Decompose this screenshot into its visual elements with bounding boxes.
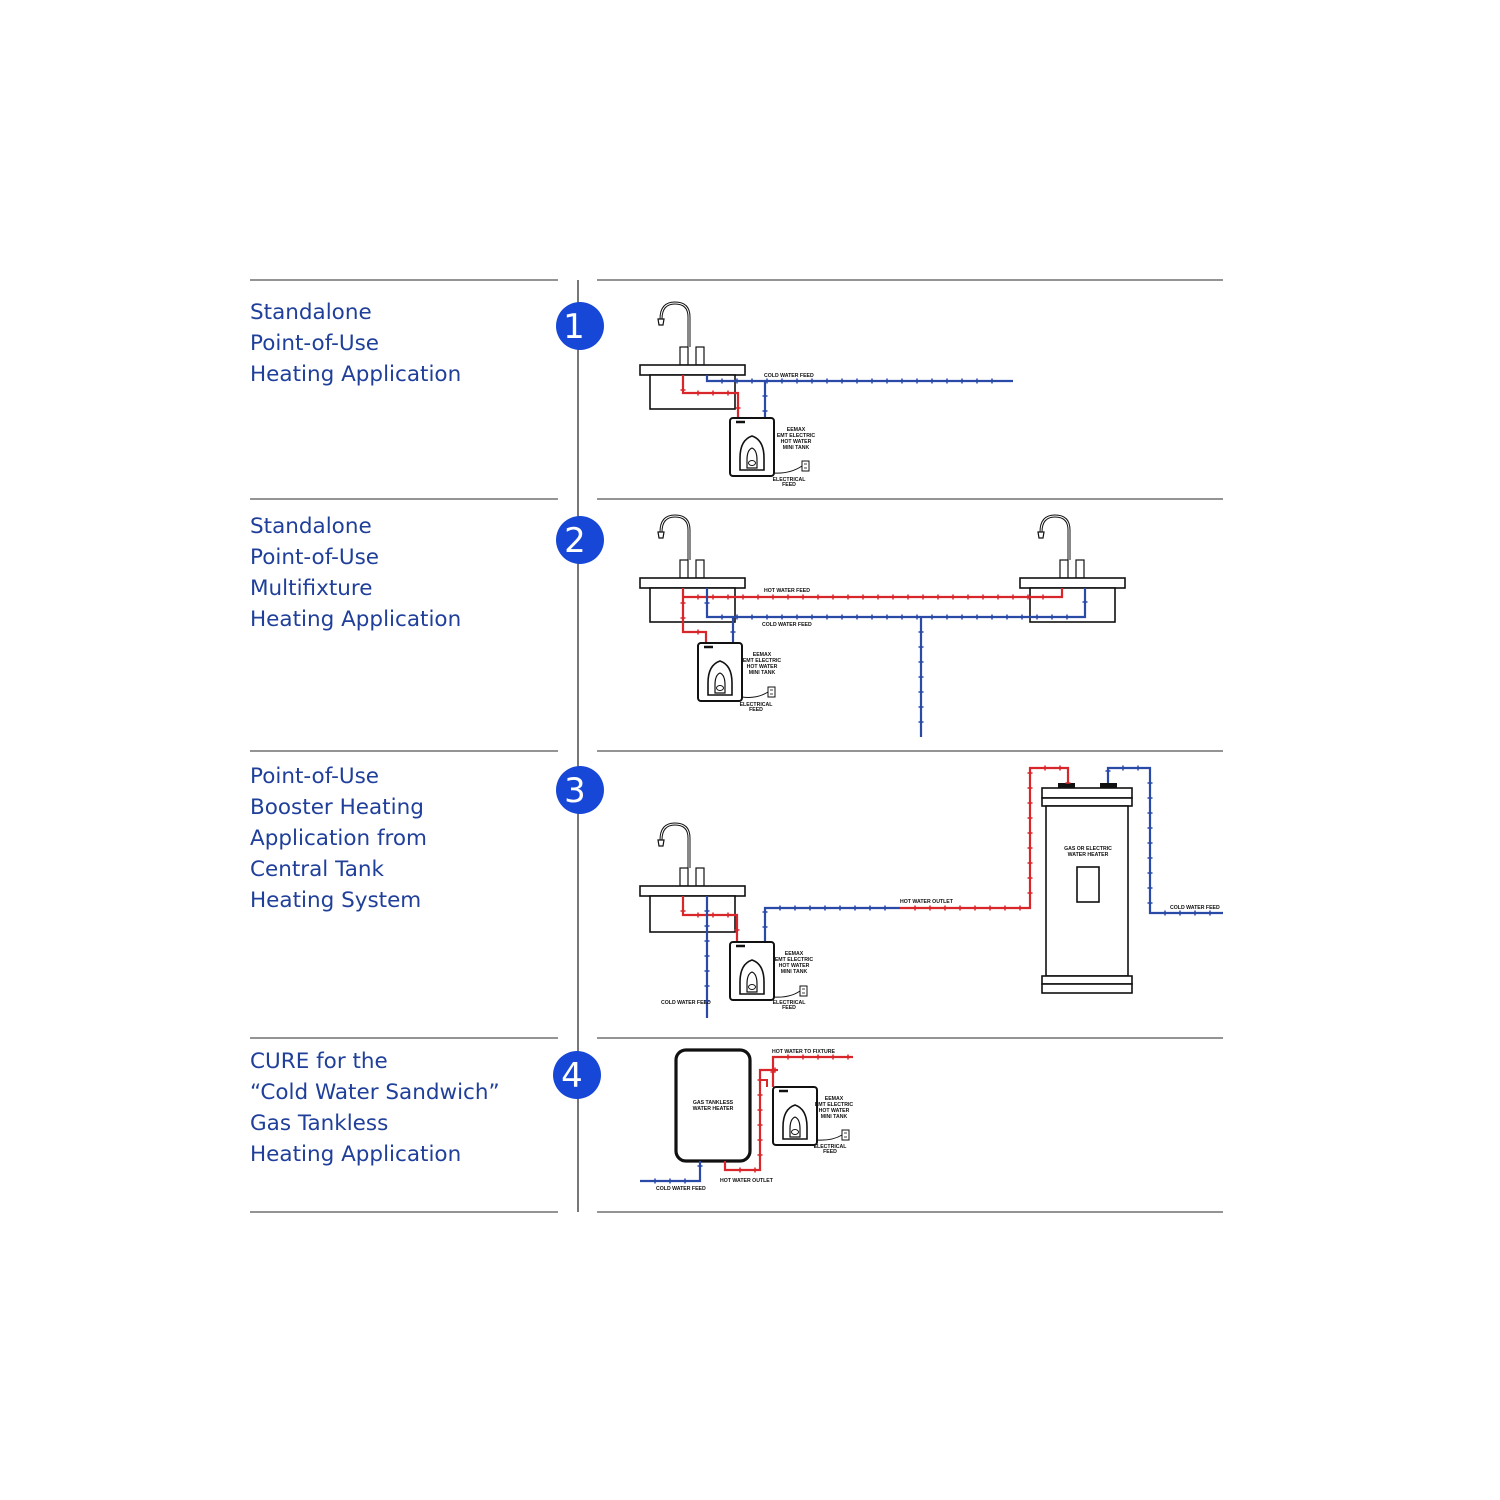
water-heater-icon [696,641,744,703]
hot-water-to-fixture-label: HOT WATER TO FIXTURE [772,1049,835,1055]
central-tank-icon [1041,783,1133,994]
faucet-icon [1036,514,1086,580]
badge-3: 3 [556,766,604,814]
cold-water-feed-label: COLD WATER FEED [762,622,812,628]
hot-water-outlet-label: HOT WATER OUTLET [900,899,954,905]
pipe-tick-marks [654,378,1211,1184]
plug-icon [801,460,810,472]
hot-water-feed-label: HOT WATER FEED [764,588,810,594]
diagram-2: HOT WATER FEED COLD WATER FEED EEMAX EMT… [639,514,1126,737]
badge-4: 4 [553,1051,601,1099]
title-line: “Cold Water Sandwich” [250,1080,500,1105]
badge-2-number: 2 [564,521,586,561]
badge-1-number: 1 [563,307,585,347]
electrical-feed-label: ELECTRICAL [773,1000,807,1006]
title-line: Booster Heating [250,795,424,820]
heater-label: EMT ELECTRIC [777,433,816,439]
heater-label: MINI TANK [749,670,776,676]
plug-icon [841,1129,850,1141]
title-line: Heating Application [250,1142,462,1167]
heater-label: EEMAX [825,1096,844,1102]
electrical-feed-label: FEED [749,707,763,713]
title-line: Point-of-Use [250,764,380,789]
sink-icon [639,364,746,410]
heater-label: EMT ELECTRIC [775,957,814,963]
title-line: Gas Tankless [250,1111,389,1136]
tankless-label: WATER HEATER [693,1106,734,1112]
title-line: Standalone [250,514,372,539]
heater-label: EEMAX [785,951,804,957]
plug-icon [767,686,776,698]
cold-water-feed-label: COLD WATER FEED [1170,905,1220,911]
title-line: Application from [250,826,427,851]
diagram-4: GAS TANKLESS WATER HEATER HOT WATER TO F… [640,1048,854,1192]
heater-label: HOT WATER [779,963,810,969]
section-2-title: Standalone Point-of-Use Multifixture Hea… [250,511,461,635]
heater-label: HOT WATER [747,664,778,670]
section-3-title: Point-of-Use Booster Heating Application… [250,761,427,916]
heater-label: EEMAX [787,427,806,433]
tank-label: WATER HEATER [1068,852,1109,858]
faucet-icon [656,514,706,580]
faucet-icon [656,822,706,888]
tankless-heater-icon [674,1048,752,1163]
badge-2: 2 [556,516,604,564]
title-line: Multifixture [250,576,373,601]
cold-water-feed-label: COLD WATER FEED [764,373,814,379]
electrical-feed-label: ELECTRICAL [740,702,774,708]
tankless-label: GAS TANKLESS [693,1100,734,1106]
heater-label: MINI TANK [783,445,810,451]
electrical-feed-label: ELECTRICAL [814,1144,848,1150]
title-line: Heating Application [250,607,462,632]
title-line: Point-of-Use [250,545,380,570]
heater-label: MINI TANK [821,1114,848,1120]
electrical-feed-label: FEED [823,1149,837,1155]
title-line: Central Tank [250,857,384,882]
hot-water-outlet-label: HOT WATER OUTLET [720,1178,774,1184]
sink-icon [1019,577,1126,623]
cold-water-feed-label: COLD WATER FEED [656,1186,706,1192]
horizontal-rules [250,279,1223,1213]
section-4-title: CURE for the “Cold Water Sandwich” Gas T… [250,1046,500,1170]
heater-label: HOT WATER [781,439,812,445]
water-heater-icon [728,940,776,1002]
heater-label: MINI TANK [781,969,808,975]
title-line: Heating System [250,888,422,913]
cold-water-feed-label: COLD WATER FEED [661,1000,711,1006]
title-line: Point-of-Use [250,331,380,356]
sink-icon [639,577,746,623]
faucet-icon [656,301,706,367]
badge-4-number: 4 [561,1056,583,1096]
heater-label: EMT ELECTRIC [743,658,782,664]
diagram-3: HOT WATER OUTLET COLD WATER FEED COLD WA… [639,766,1223,1018]
title-line: Heating Application [250,362,462,387]
diagram-1: COLD WATER FEED EEMAX EMT ELECTRIC HOT W… [639,301,1013,488]
water-heater-icon [728,416,776,478]
title-line: CURE for the [250,1049,388,1074]
plug-icon [799,985,808,997]
electrical-feed-label: FEED [782,1005,796,1011]
badge-1: 1 [556,302,604,350]
electrical-feed-label: FEED [782,482,796,488]
heater-label: HOT WATER [819,1108,850,1114]
badge-3-number: 3 [564,771,586,811]
tank-label: GAS OR ELECTRIC [1064,846,1112,852]
heater-label: EMT ELECTRIC [815,1102,854,1108]
title-line: Standalone [250,300,372,325]
section-1-title: Standalone Point-of-Use Heating Applicat… [250,297,461,390]
sink-icon [639,885,746,933]
water-heater-icon [771,1085,819,1147]
electrical-feed-label: ELECTRICAL [773,477,807,483]
heater-label: EEMAX [753,652,772,658]
